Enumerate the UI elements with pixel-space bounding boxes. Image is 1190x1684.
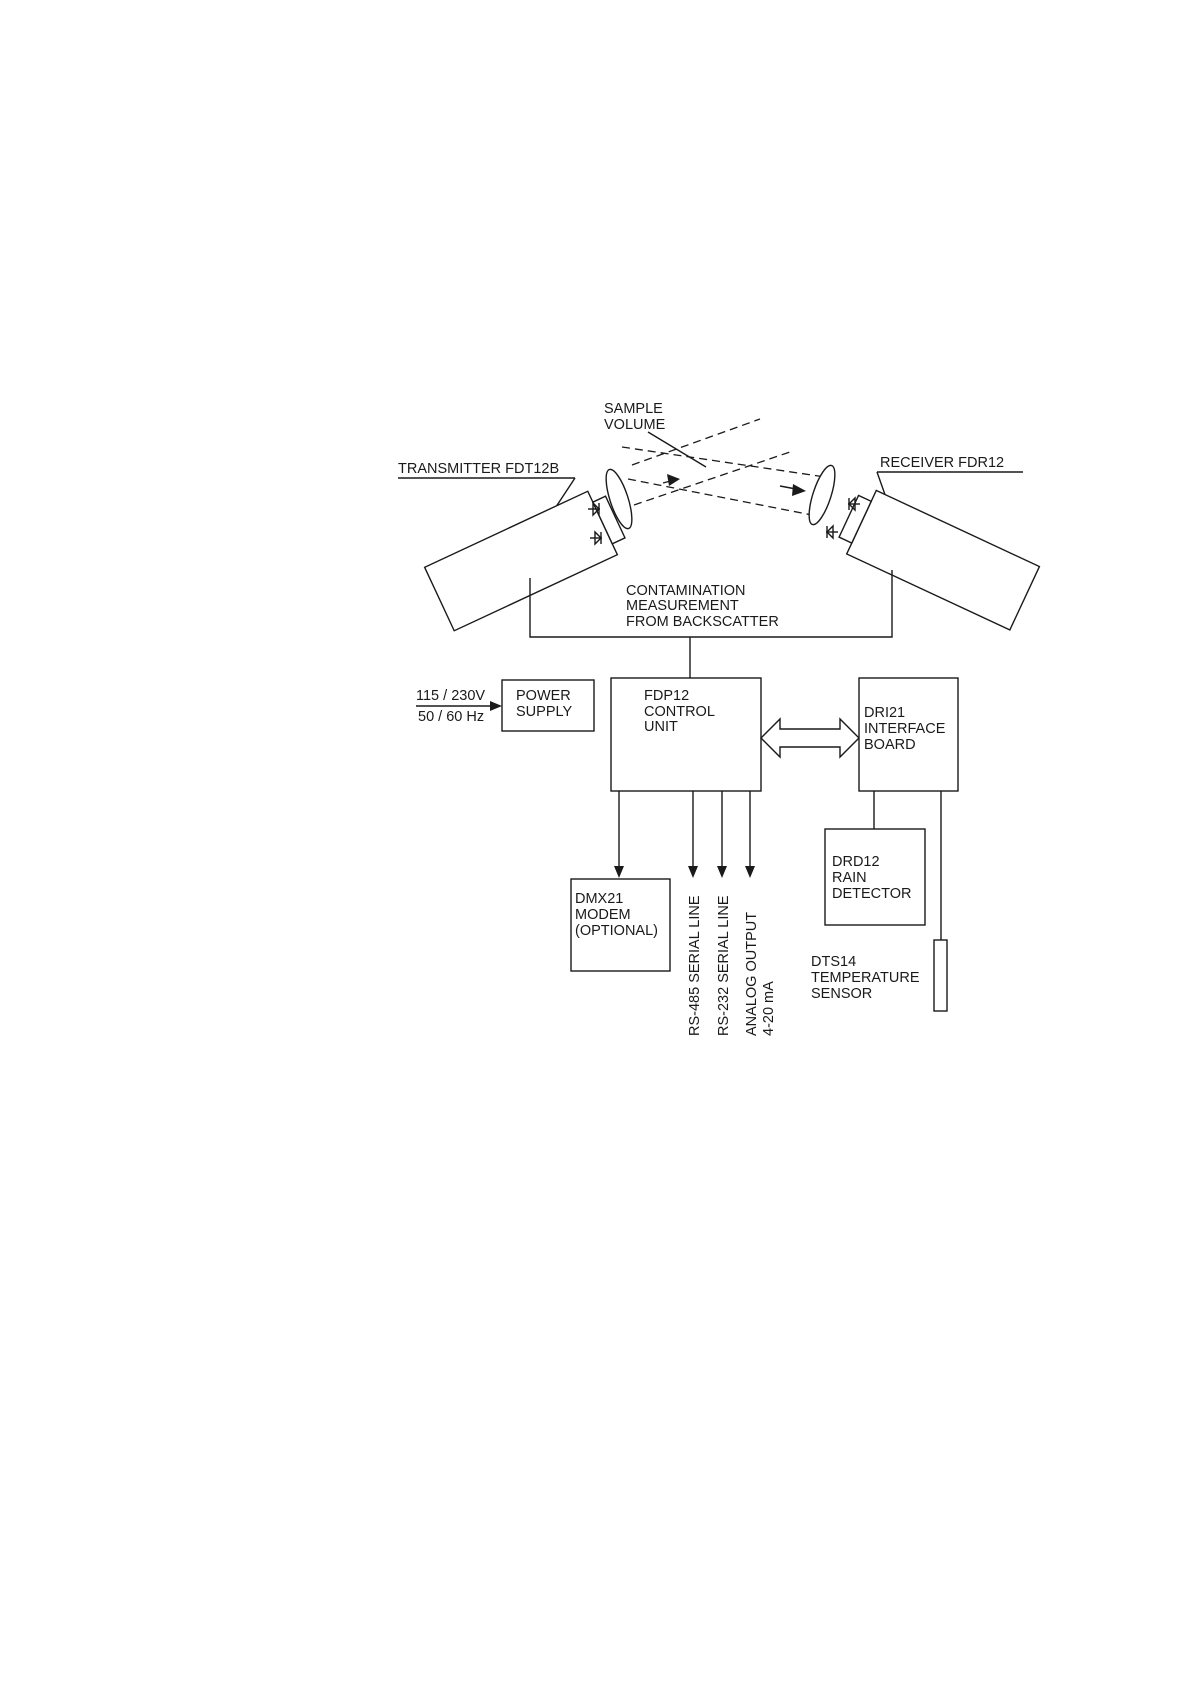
output-lines	[614, 791, 755, 878]
svg-text:DETECTOR: DETECTOR	[832, 886, 912, 902]
arrow-right-icon	[490, 701, 502, 711]
power-supply-box: POWER SUPPLY	[502, 680, 594, 731]
sample-volume-beams	[622, 419, 832, 515]
svg-text:MODEM: MODEM	[575, 907, 631, 923]
transmitter-housing	[425, 491, 618, 631]
mains-input: 115 / 230V 50 / 60 Hz	[416, 688, 502, 725]
svg-text:DMX21: DMX21	[575, 891, 623, 907]
svg-text:115 / 230V: 115 / 230V	[416, 688, 485, 704]
svg-text:RAIN: RAIN	[832, 870, 867, 886]
svg-text:DTS14: DTS14	[811, 954, 856, 970]
svg-text:50 / 60 Hz: 50 / 60 Hz	[418, 709, 484, 725]
control-unit-box: FDP12 CONTROL UNIT	[611, 678, 761, 791]
rs232-label: RS-232 SERIAL LINE	[716, 895, 732, 1036]
svg-text:TEMPERATURE: TEMPERATURE	[811, 970, 920, 986]
svg-text:BOARD: BOARD	[864, 737, 916, 753]
analog-output-label: ANALOG OUTPUT	[744, 912, 760, 1036]
svg-text:TRANSMITTER FDT12B: TRANSMITTER FDT12B	[398, 461, 559, 477]
svg-text:CONTROL: CONTROL	[644, 704, 715, 720]
receiver-lens	[804, 463, 840, 528]
transmitter: TRANSMITTER FDT12B	[398, 461, 637, 631]
receiver: RECEIVER FDR12	[804, 455, 1040, 630]
svg-text:DRD12: DRD12	[832, 854, 880, 870]
svg-text:SUPPLY: SUPPLY	[516, 704, 572, 720]
svg-text:FROM BACKSCATTER: FROM BACKSCATTER	[626, 614, 779, 630]
svg-text:RECEIVER FDR12: RECEIVER FDR12	[880, 455, 1004, 471]
contamination-measurement: CONTAMINATION MEASUREMENT FROM BACKSCATT…	[530, 570, 892, 678]
svg-text:DRI21: DRI21	[864, 705, 905, 721]
rs485-label: RS-485 SERIAL LINE	[687, 895, 703, 1036]
svg-text:FDP12: FDP12	[644, 688, 689, 704]
modem-box: DMX21 MODEM (OPTIONAL)	[571, 879, 670, 971]
svg-text:CONTAMINATION: CONTAMINATION	[626, 583, 745, 599]
beam-arrow-icon	[667, 474, 680, 486]
svg-text:UNIT: UNIT	[644, 719, 678, 735]
bidirectional-arrow-icon	[761, 719, 859, 757]
svg-text:MEASUREMENT: MEASUREMENT	[626, 598, 739, 614]
beam-arrow-icon	[792, 484, 806, 496]
interface-board-box: DRI21 INTERFACE BOARD	[859, 678, 958, 791]
svg-text:SAMPLE: SAMPLE	[604, 401, 663, 417]
rain-detector-box: DRD12 RAIN DETECTOR	[825, 791, 925, 925]
svg-text:INTERFACE: INTERFACE	[864, 721, 946, 737]
temperature-probe	[934, 940, 947, 1011]
receiver-housing	[847, 490, 1040, 630]
analog-output-range-label: 4-20 mA	[761, 981, 777, 1036]
svg-text:VOLUME: VOLUME	[604, 417, 666, 433]
svg-text:SENSOR: SENSOR	[811, 986, 872, 1002]
svg-text:POWER: POWER	[516, 688, 571, 704]
svg-text:(OPTIONAL): (OPTIONAL)	[575, 923, 658, 939]
